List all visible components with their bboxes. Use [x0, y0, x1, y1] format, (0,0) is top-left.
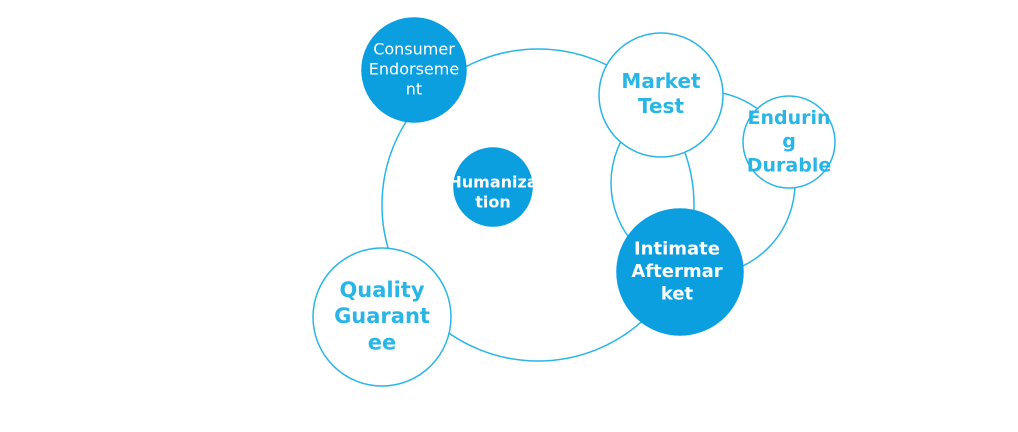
- node-consumer-endorsement-circle: [361, 17, 467, 123]
- enduring-durable-label-line: g: [782, 131, 796, 153]
- quality-guarantee-label-line: Guarant: [334, 304, 430, 328]
- intimate-aftermarket-label-line: Aftermar: [631, 261, 722, 282]
- enduring-durable-label-line: Durable: [747, 154, 832, 176]
- node-intimate-aftermarket-circle: [616, 208, 744, 336]
- node-enduring-durable-circle: [742, 95, 836, 189]
- consumer-endorsement-label-line: Consumer: [373, 40, 455, 59]
- market-test-label-line: Test: [638, 94, 684, 118]
- main-ring: [381, 48, 695, 362]
- intimate-aftermarket-label-line: ket: [661, 284, 694, 305]
- intimate-aftermarket-label-line: Intimate: [634, 239, 720, 260]
- node-humanization-circle: [453, 147, 533, 227]
- consumer-endorsement-label-line: Endorseme: [369, 60, 459, 79]
- quality-guarantee-label-line: Quality: [339, 278, 424, 302]
- node-market-test-circle: [598, 32, 724, 158]
- consumer-endorsement-label-line: nt: [406, 80, 422, 99]
- market-test-label-line: Market: [621, 69, 701, 93]
- enduring-durable-label-line: Endurin: [747, 107, 830, 129]
- node-quality-guarantee-circle: [312, 247, 452, 387]
- quality-guarantee-label-line: ee: [368, 330, 397, 354]
- humanization-label-line: Humaniza: [448, 173, 537, 192]
- humanization-label-line: tion: [475, 193, 511, 212]
